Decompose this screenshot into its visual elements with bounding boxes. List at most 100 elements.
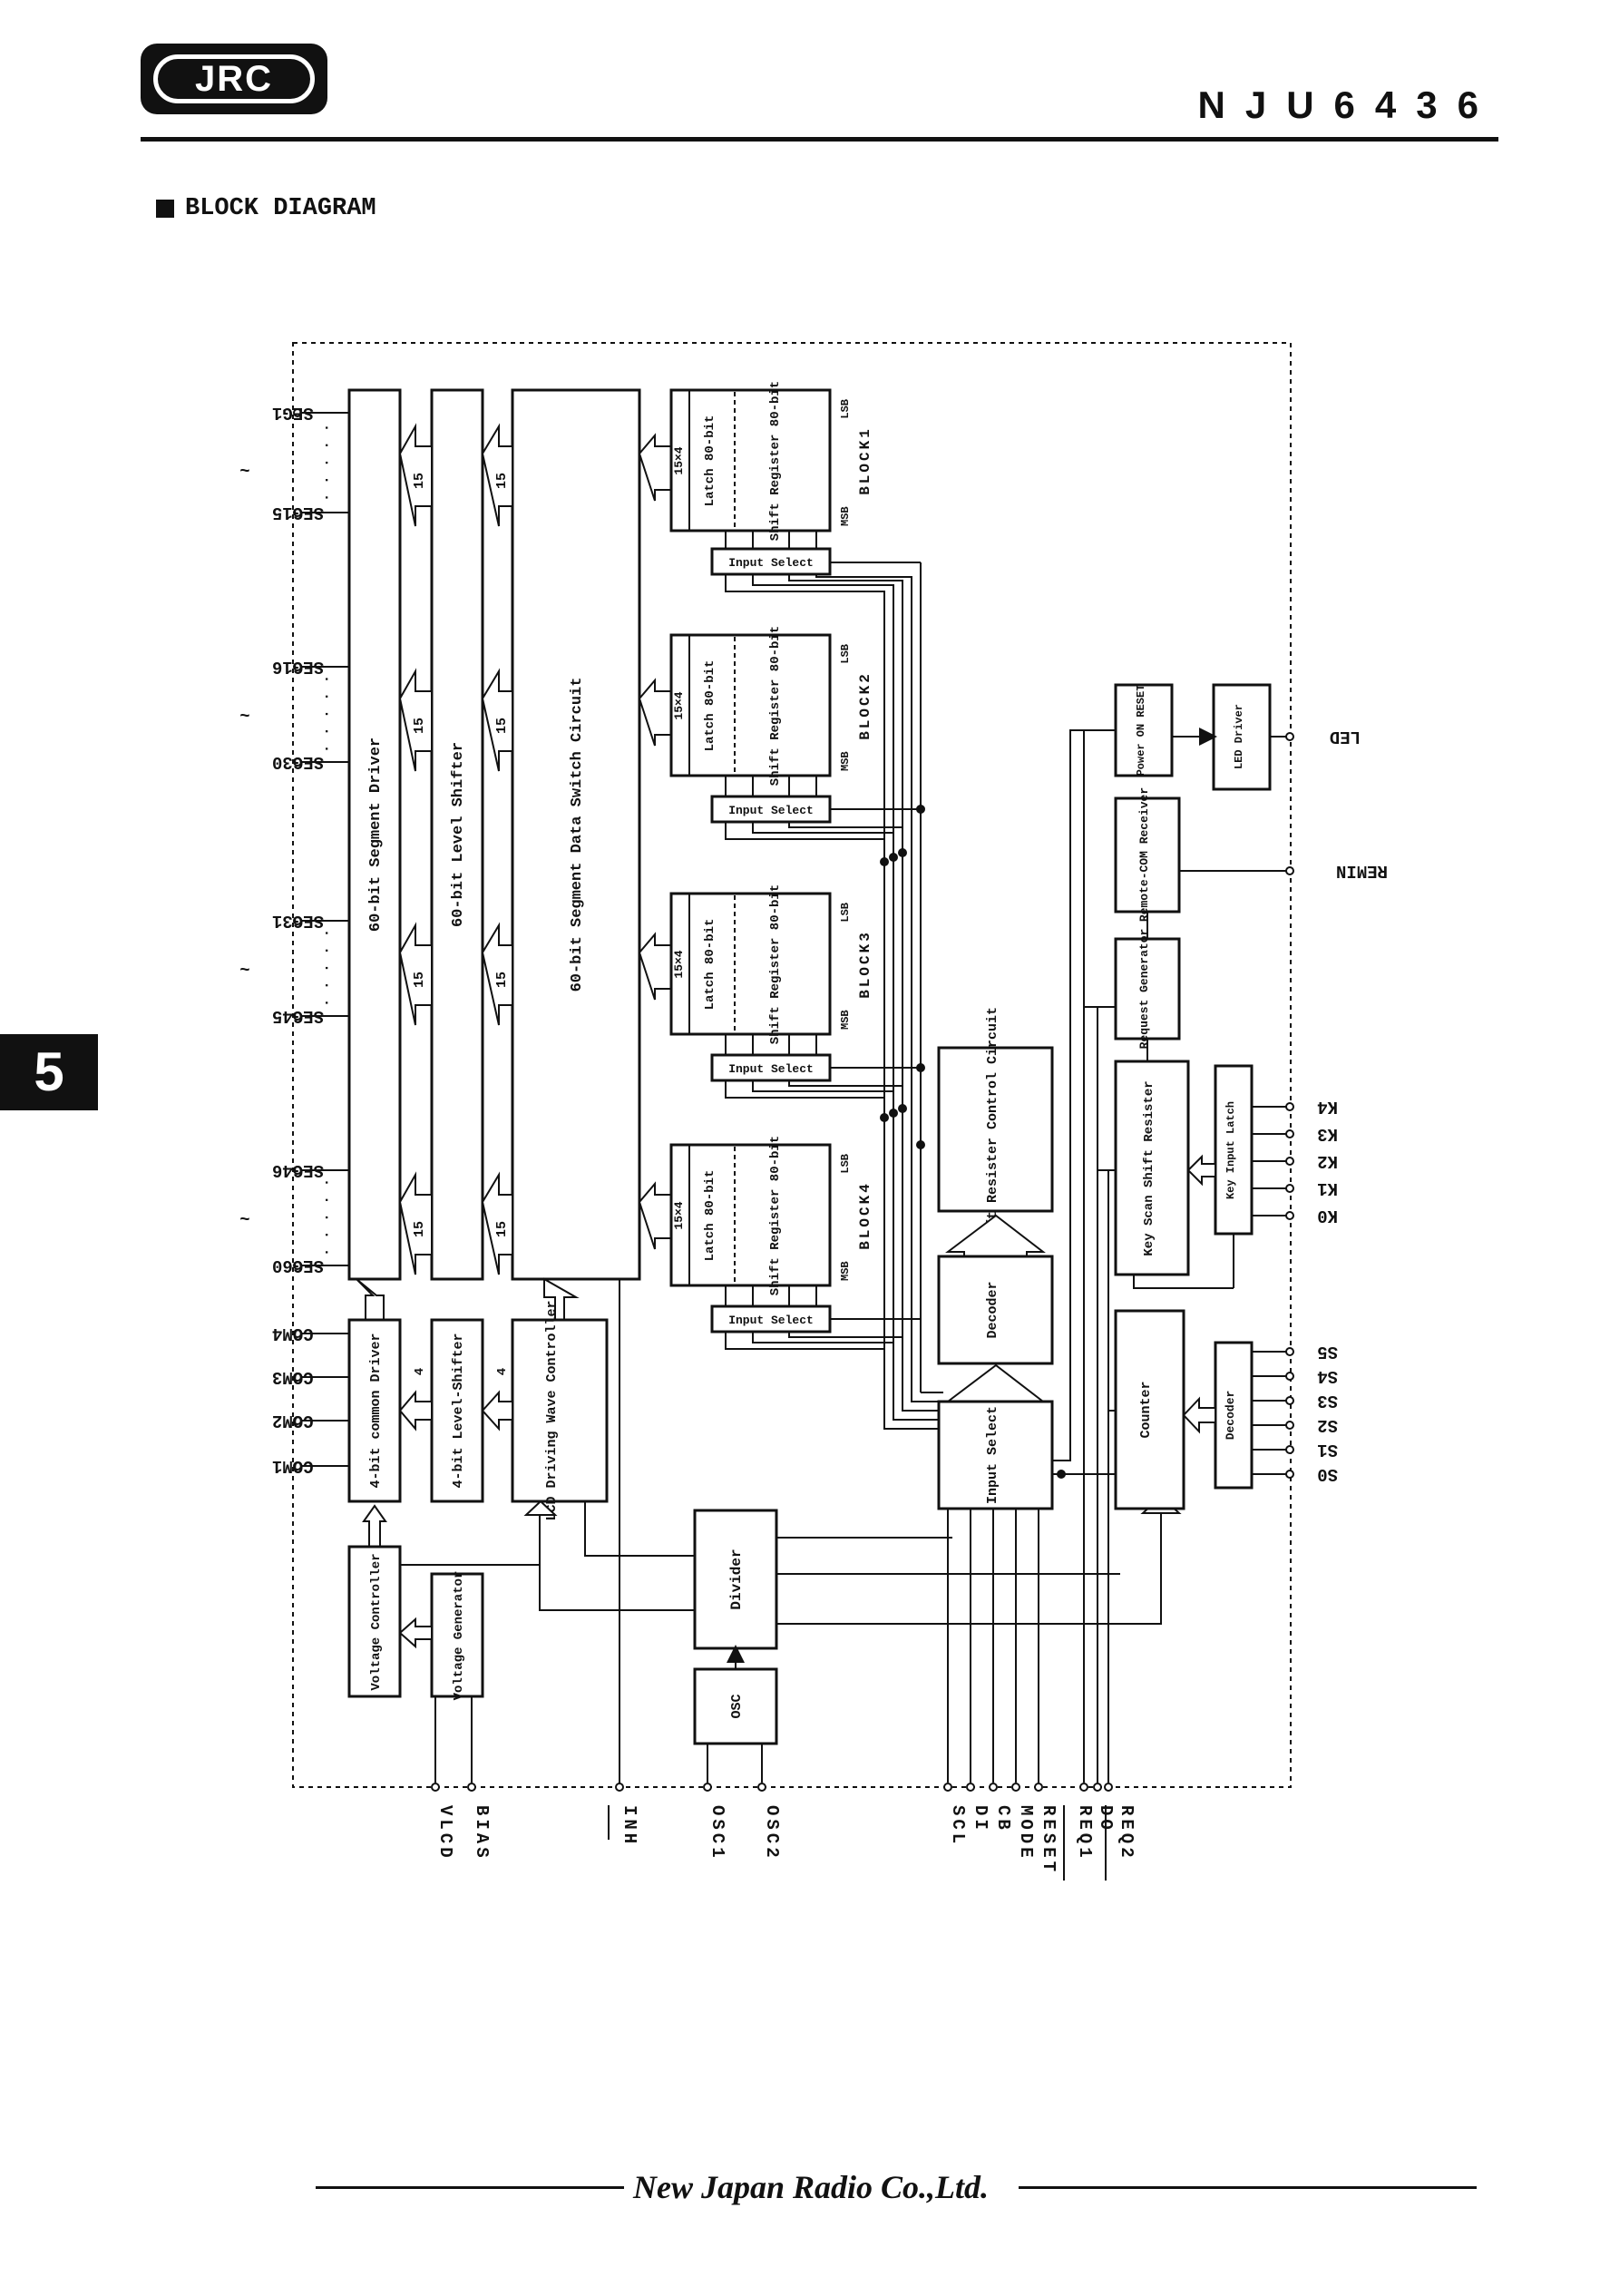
- k1-pin: K1: [1317, 1178, 1338, 1198]
- header-rule: [141, 137, 1498, 142]
- shift-register-label: Shift Register 80-bit: [768, 1136, 783, 1295]
- seg60-pin: SEG60: [272, 1255, 324, 1275]
- pin-dots: · · · · ·: [318, 424, 335, 502]
- input-select-label: Input Select: [728, 804, 814, 817]
- k3-pin: K3: [1317, 1124, 1338, 1144]
- bus-width-labels: 15 15 15 15 15 15 15 15: [412, 473, 510, 1237]
- bus-width-label: 15: [412, 1221, 427, 1237]
- request-generator-label: Request Generator: [1137, 929, 1151, 1050]
- shift-register-label: Shift Register 80-bit: [768, 626, 783, 786]
- di-pin: DI: [971, 1805, 990, 1833]
- divider-label: Divider: [728, 1549, 745, 1609]
- range-tilde: ~: [239, 462, 249, 482]
- data-switch-block: 60-bit Segment Data Switch Circuit: [511, 388, 641, 1281]
- decoder-s-label: Decoder: [1224, 1391, 1237, 1441]
- range-tilde: ~: [239, 1210, 249, 1230]
- footer: New Japan Radio Co.,Ltd.: [316, 2168, 1477, 2205]
- register-block-2: 15×4 Latch 80-bit Shift Register 80-bit …: [669, 626, 873, 786]
- req2-pin: REQ2: [1117, 1805, 1137, 1861]
- vlcd-pin: VLCD: [435, 1805, 455, 1861]
- bottom-pins: VLCD BIAS INH OSC1 OSC2 SCL DI CB MODE R…: [431, 1783, 1137, 1881]
- block3-label: BLOCK3: [857, 930, 873, 999]
- range-tilde: ~: [239, 707, 249, 727]
- req1-pin: REQ1: [1075, 1805, 1095, 1861]
- common-level-shifter-label: 4-bit Level-Shifter: [451, 1333, 466, 1488]
- voltage-generator-label: Voltage Generator: [452, 1571, 466, 1701]
- part-number: NJU6436: [1197, 83, 1498, 126]
- bias-pin: BIAS: [472, 1805, 492, 1861]
- latch-label: Latch 80-bit: [703, 660, 717, 752]
- k2-pin: K2: [1317, 1151, 1338, 1171]
- level-shifter-label: 60-bit Level Shifter: [450, 742, 467, 927]
- footer-rule-left: [316, 2186, 624, 2189]
- chip-boundary: [292, 342, 1292, 1788]
- voltage-controller-label: Voltage Controller: [369, 1553, 384, 1690]
- input-select-main-label: Input Select: [985, 1406, 1000, 1504]
- data-switch-label: 60-bit Segment Data Switch Circuit: [569, 678, 586, 992]
- register-block-3: 15×4 Latch 80-bit Shift Register 80-bit …: [669, 884, 873, 1044]
- range-tilde: ~: [239, 961, 249, 981]
- s3-pin: S3: [1317, 1391, 1338, 1411]
- remin-pin: REMIN: [1336, 861, 1388, 881]
- input-select-label: Input Select: [728, 1314, 814, 1327]
- osc1-pin: OSC1: [707, 1805, 727, 1861]
- bus-width-label: 15: [412, 473, 427, 489]
- control-blocks: Shift Resister Control Circuit Decoder I…: [937, 683, 1288, 1783]
- bus-width-label: 15: [494, 473, 510, 489]
- counter-label: Counter: [1138, 1381, 1154, 1438]
- com4-pin: COM4: [272, 1324, 314, 1343]
- lsb-label: LSB: [839, 644, 852, 664]
- block4-label: BLOCK4: [857, 1181, 873, 1250]
- decoder-main-label: Decoder: [985, 1281, 1000, 1338]
- register-block-4: 15×4 Latch 80-bit Shift Register 80-bit …: [669, 1136, 873, 1295]
- shift-register-label: Shift Register 80-bit: [768, 884, 783, 1044]
- bus-arrows: [398, 423, 672, 1275]
- cb-pin: CB: [993, 1805, 1013, 1833]
- shift-control-label: Shift Resister Control Circuit: [985, 1007, 1000, 1252]
- latch-label: Latch 80-bit: [703, 1170, 717, 1262]
- input-select-label: Input Select: [728, 556, 814, 570]
- seg46-pin: SEG46: [272, 1160, 324, 1180]
- lcd-wave-controller-label: LCD Driving Wave Controller: [544, 1300, 560, 1520]
- com2-pin: COM2: [272, 1411, 314, 1431]
- lsb-label: LSB: [839, 903, 852, 923]
- bus-width-label: 15: [494, 1221, 510, 1237]
- block1-label: BLOCK1: [857, 426, 873, 495]
- bus-width-label: 4: [413, 1368, 427, 1375]
- msb-label: MSB: [839, 1261, 852, 1281]
- com1-pin: COM1: [272, 1456, 314, 1476]
- latch-width-label: 15×4: [672, 446, 686, 474]
- register-blocks: 15×4 Latch 80-bit Shift Register 80-bit …: [669, 381, 873, 1295]
- led-driver-label: LED Driver: [1233, 704, 1245, 769]
- key-scan-label: Key Scan Shift Resister: [1142, 1080, 1156, 1255]
- latch-width-label: 15×4: [672, 1201, 686, 1229]
- s4-pin: S4: [1317, 1366, 1338, 1386]
- osc-label: OSC: [729, 1694, 745, 1718]
- s0-pin: S0: [1317, 1464, 1338, 1484]
- msb-label: MSB: [839, 1010, 852, 1030]
- segment-driver-block: 60-bit Segment Driver: [347, 388, 402, 1281]
- level-shifter-block: 60-bit Level Shifter: [430, 388, 484, 1281]
- section-title: BLOCK DIAGRAM: [156, 195, 376, 222]
- inh-pin: INH: [620, 1805, 639, 1847]
- pin-dots: · · · · ·: [318, 929, 335, 1007]
- common-driver-section: 4-bit common Driver 4-bit Level-Shifter …: [272, 1277, 609, 1521]
- block2-label: BLOCK2: [857, 671, 873, 740]
- divider-osc-section: Divider OSC: [523, 1279, 1182, 1787]
- bus-width-label: 15: [412, 972, 427, 988]
- common-driver-label: 4-bit common Driver: [368, 1333, 384, 1488]
- scl-pin: SCL: [948, 1805, 968, 1847]
- voltage-section: Voltage Controller Voltage Generator: [347, 1504, 540, 1783]
- bus-width-label: 15: [494, 718, 510, 734]
- seg15-pin: SEG15: [272, 503, 324, 523]
- lsb-label: LSB: [839, 1154, 852, 1174]
- bus-width-label: 15: [494, 972, 510, 988]
- remote-receiver-label: Remote-COM Receiver: [1137, 787, 1151, 922]
- latch-label: Latch 80-bit: [703, 415, 717, 507]
- k0-pin: K0: [1317, 1206, 1338, 1226]
- key-input-latch-label: Key Input Latch: [1224, 1101, 1237, 1199]
- register-block-1: 15×4 Latch 80-bit Shift Register 80-bit …: [669, 381, 873, 541]
- seg31-pin: SEG31: [272, 911, 324, 931]
- company-name: New Japan Radio Co.,Ltd.: [633, 2169, 990, 2205]
